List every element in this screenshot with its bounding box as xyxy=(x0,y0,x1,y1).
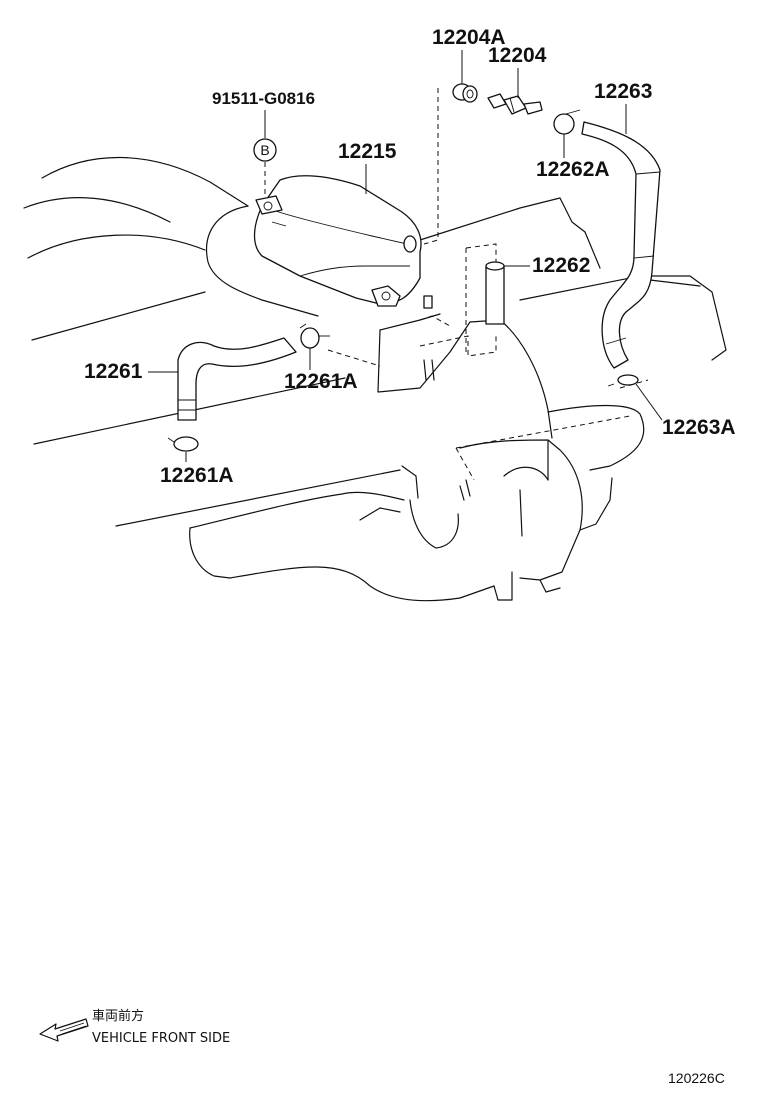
pipe-12262[interactable] xyxy=(485,261,505,325)
pcv-valve-12204[interactable] xyxy=(487,93,543,115)
grommet-12204A[interactable] xyxy=(452,83,478,103)
legend-english: VEHICLE FRONT SIDE xyxy=(92,1031,230,1046)
label-12263: 12263 xyxy=(594,80,652,103)
label-12261A-lower: 12261A xyxy=(160,464,234,487)
clamp-12261A-upper[interactable] xyxy=(299,323,330,349)
front-arrow-icon xyxy=(39,1018,89,1042)
clamp-12263A[interactable] xyxy=(607,374,639,387)
leader-lines xyxy=(148,50,663,462)
bolt-badge[interactable]: B xyxy=(253,138,277,162)
bolt-badge-letter: B xyxy=(260,142,269,158)
label-12263A: 12263A xyxy=(662,416,736,439)
label-12262A: 12262A xyxy=(536,158,610,181)
label-12261A-upper: 12261A xyxy=(284,370,358,393)
clamp-12262A[interactable] xyxy=(553,109,581,135)
label-12204: 12204 xyxy=(488,44,547,67)
pcv-cover-12215[interactable] xyxy=(253,175,433,309)
diagram-ref-code: 120226C xyxy=(668,1070,725,1086)
hose-12263[interactable] xyxy=(581,121,661,369)
label-12262: 12262 xyxy=(532,254,590,277)
hose-12261[interactable] xyxy=(177,337,297,421)
clamp-12261A-lower[interactable] xyxy=(167,436,199,452)
label-12204A: 12204A xyxy=(432,26,506,49)
label-12261: 12261 xyxy=(84,360,143,383)
label-91511-G0816: 91511-G0816 xyxy=(212,89,315,108)
label-12215: 12215 xyxy=(338,140,397,163)
legend-japanese: 車両前方 xyxy=(92,1008,144,1024)
